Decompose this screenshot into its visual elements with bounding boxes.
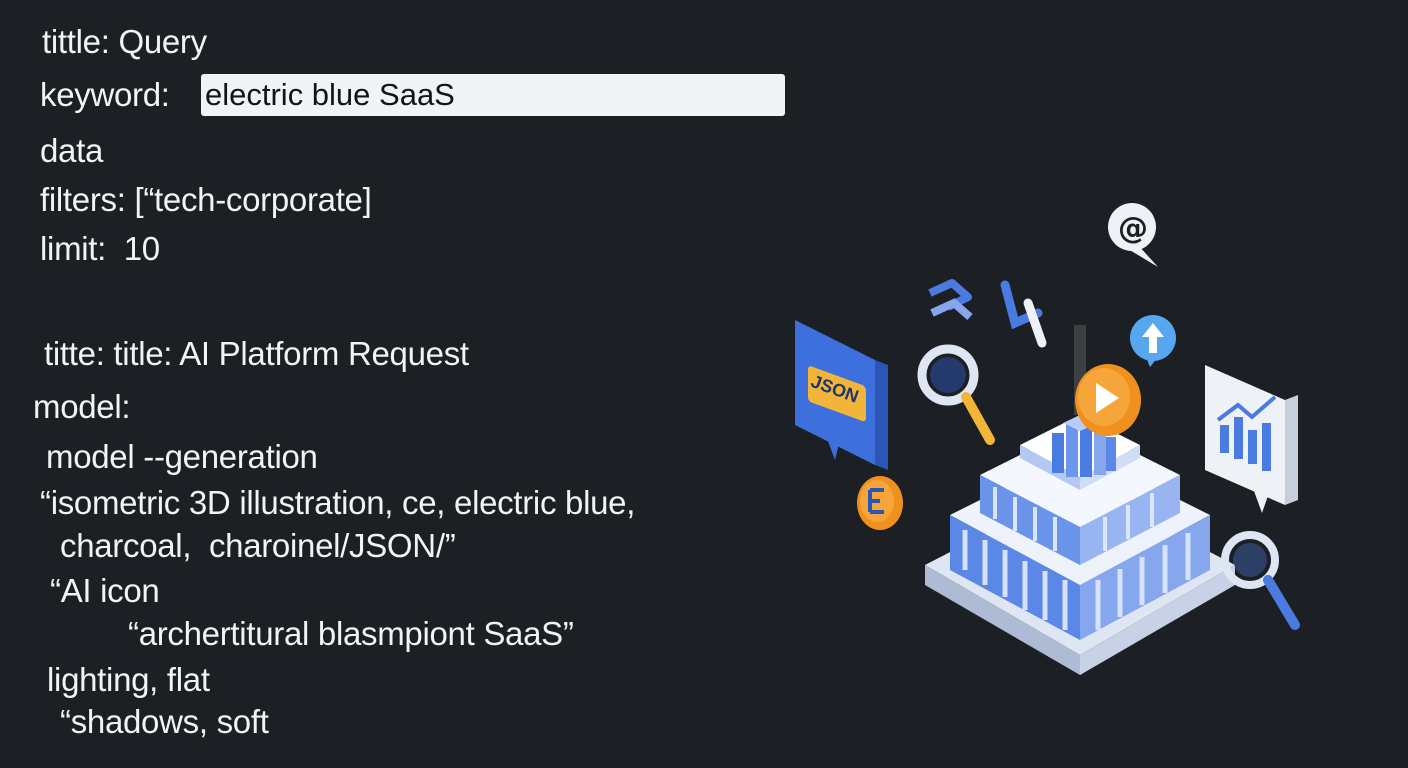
- keyword-input[interactable]: electric blue SaaS: [201, 74, 785, 116]
- upload-arrow-icon: [1130, 315, 1176, 367]
- request-title: titte: title: AI Platform Request: [44, 335, 469, 372]
- magnifier-icon-right: [1221, 531, 1300, 630]
- play-icon: [1075, 364, 1141, 436]
- model-label: model:: [33, 388, 131, 425]
- check-mark-icon: [1000, 280, 1047, 348]
- prompt-line-1: “isometric 3D illustration, ce, electric…: [40, 484, 636, 521]
- chevron-icon: [928, 279, 973, 321]
- at-sign-bubble-icon: @: [1108, 203, 1158, 267]
- at-sign-glyph: @: [1118, 211, 1148, 246]
- limit-line: limit: 10: [40, 230, 160, 267]
- prompt-line-4: “archertitural blasmpiont SaaS”: [128, 615, 574, 652]
- keyword-label: keyword:: [40, 76, 170, 113]
- query-title: tittle: Query: [42, 23, 207, 60]
- isometric-platform-illustration: JSON @: [795, 203, 1300, 675]
- prompt-line-3: “AI icon: [50, 572, 160, 609]
- filters-line: filters: [“tech-corporate]: [40, 181, 372, 218]
- prompt-line-5: lighting, flat: [47, 661, 210, 698]
- chart-card-icon: [1205, 365, 1298, 513]
- magnifier-icon: [917, 344, 995, 445]
- prompt-line-6: “shadows, soft: [60, 703, 269, 740]
- data-label: data: [40, 132, 104, 169]
- json-chat-bubble-icon: JSON: [795, 320, 888, 470]
- prompt-line-2: charcoal, charoinel/JSON/”: [60, 527, 456, 564]
- model-line: model --generation: [46, 438, 318, 475]
- document-icon: [857, 476, 903, 530]
